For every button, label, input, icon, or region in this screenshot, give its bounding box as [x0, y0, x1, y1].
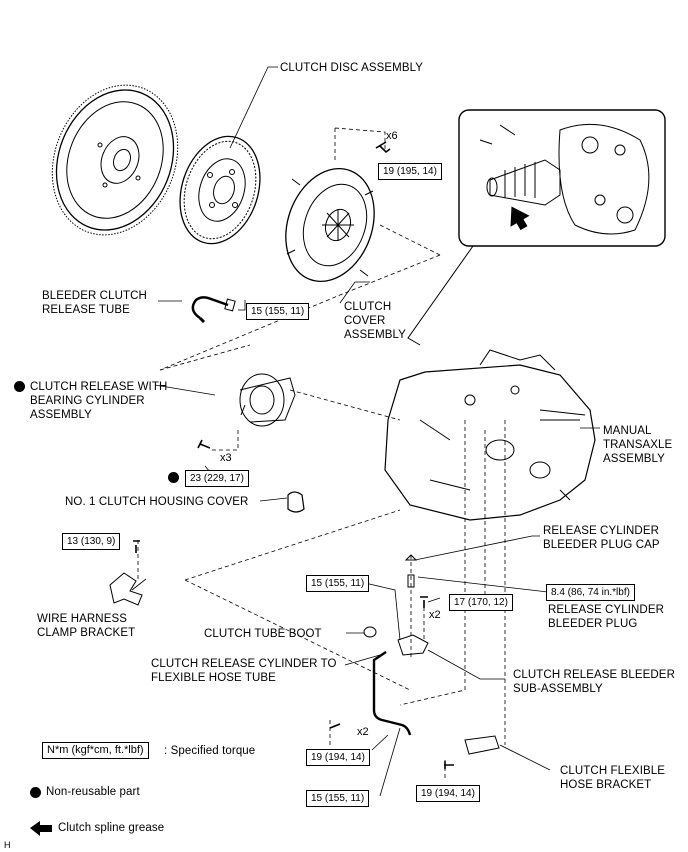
grease-arrow-icon: [30, 821, 52, 836]
bleeder-sub-illustration: [397, 634, 429, 656]
qty-x6: x6: [386, 130, 398, 142]
clutch-cover-illustration: [285, 167, 375, 283]
torque-flex-tube-bottom: 15 (155, 11): [306, 790, 370, 807]
label-flex-hose-bracket: CLUTCH FLEXIBLE HOSE BRACKET: [560, 765, 666, 791]
label-bleeder-sub-assembly: CLUTCH RELEASE BLEEDER SUB-ASSEMBLY: [513, 669, 675, 695]
torque-bleeder-tube: 15 (155, 11): [246, 303, 310, 320]
nonreusable-dot-icon: [14, 381, 25, 392]
spline-inset-illustration: [458, 109, 666, 247]
bleeder-cap-illustration: [404, 554, 418, 561]
housing-cover-illustration: [287, 491, 305, 513]
label-bleeder-tube: BLEEDER CLUTCH RELEASE TUBE: [42, 290, 147, 316]
torque-release-cylinder: 23 (229, 17): [185, 470, 249, 487]
torque-bleeder-plug: 8.4 (86, 74 in.*lbf): [546, 584, 635, 601]
torque-cover-bolts: 19 (195, 14): [378, 163, 442, 180]
legend-torque-box: N*m (kgf*cm, ft.*lbf): [42, 742, 149, 759]
qty-x2-bleeder: x2: [429, 609, 441, 621]
label-bleeder-plug: RELEASE CYLINDER BLEEDER PLUG: [548, 604, 664, 630]
clamp-bracket-illustration: [109, 572, 143, 606]
transaxle-illustration: [384, 349, 596, 521]
legend-nonreusable-dot-icon: [30, 787, 41, 798]
torque-clamp-bracket: 13 (130, 9): [62, 533, 121, 550]
legend-nonreusable-text: Non-reusable part: [46, 786, 140, 798]
torque-flex-tube-top: 15 (155, 11): [306, 575, 370, 592]
label-release-bearing-cylinder: CLUTCH RELEASE WITH BEARING CYLINDER ASS…: [30, 381, 168, 421]
corner-mark: H: [4, 840, 11, 850]
label-housing-cover: NO. 1 CLUTCH HOUSING COVER: [65, 496, 249, 508]
label-bleeder-plug-cap: RELEASE CYLINDER BLEEDER PLUG CAP: [543, 525, 660, 551]
flex-tube-illustration: [372, 651, 412, 736]
flex-bracket-illustration: [464, 735, 500, 755]
qty-x2-tube: x2: [357, 726, 369, 738]
nonreusable-dot-icon: [168, 472, 179, 483]
label-clutch-disc: CLUTCH DISC ASSEMBLY: [280, 62, 424, 74]
label-wire-clamp-bracket: WIRE HARNESS CLAMP BRACKET: [37, 613, 136, 639]
torque-bleeder-sub: 17 (170, 12): [449, 594, 513, 611]
torque-flex-tube-bolts: 19 (194, 14): [306, 749, 370, 766]
bleeder-plug-illustration: [407, 574, 415, 588]
label-release-to-flex-tube: CLUTCH RELEASE CYLINDER TO FLEXIBLE HOSE…: [151, 658, 337, 684]
qty-x3: x3: [220, 452, 232, 464]
tube-boot-illustration: [363, 626, 377, 638]
label-manual-transaxle: MANUAL TRANSAXLE ASSEMBLY: [603, 425, 673, 465]
clutch-disc-illustration: [179, 135, 261, 245]
flywheel-illustration: [51, 84, 179, 236]
torque-flex-bracket: 19 (194, 14): [416, 785, 480, 802]
legend-torque-text: : Specified torque: [164, 745, 256, 757]
bleeder-tube-illustration: [191, 296, 236, 324]
release-bearing-cylinder-illustration: [239, 373, 296, 427]
label-tube-boot: CLUTCH TUBE BOOT: [204, 628, 322, 640]
label-clutch-cover: CLUTCH COVER ASSEMBLY: [344, 301, 406, 341]
legend-grease-text: Clutch spline grease: [58, 822, 165, 834]
